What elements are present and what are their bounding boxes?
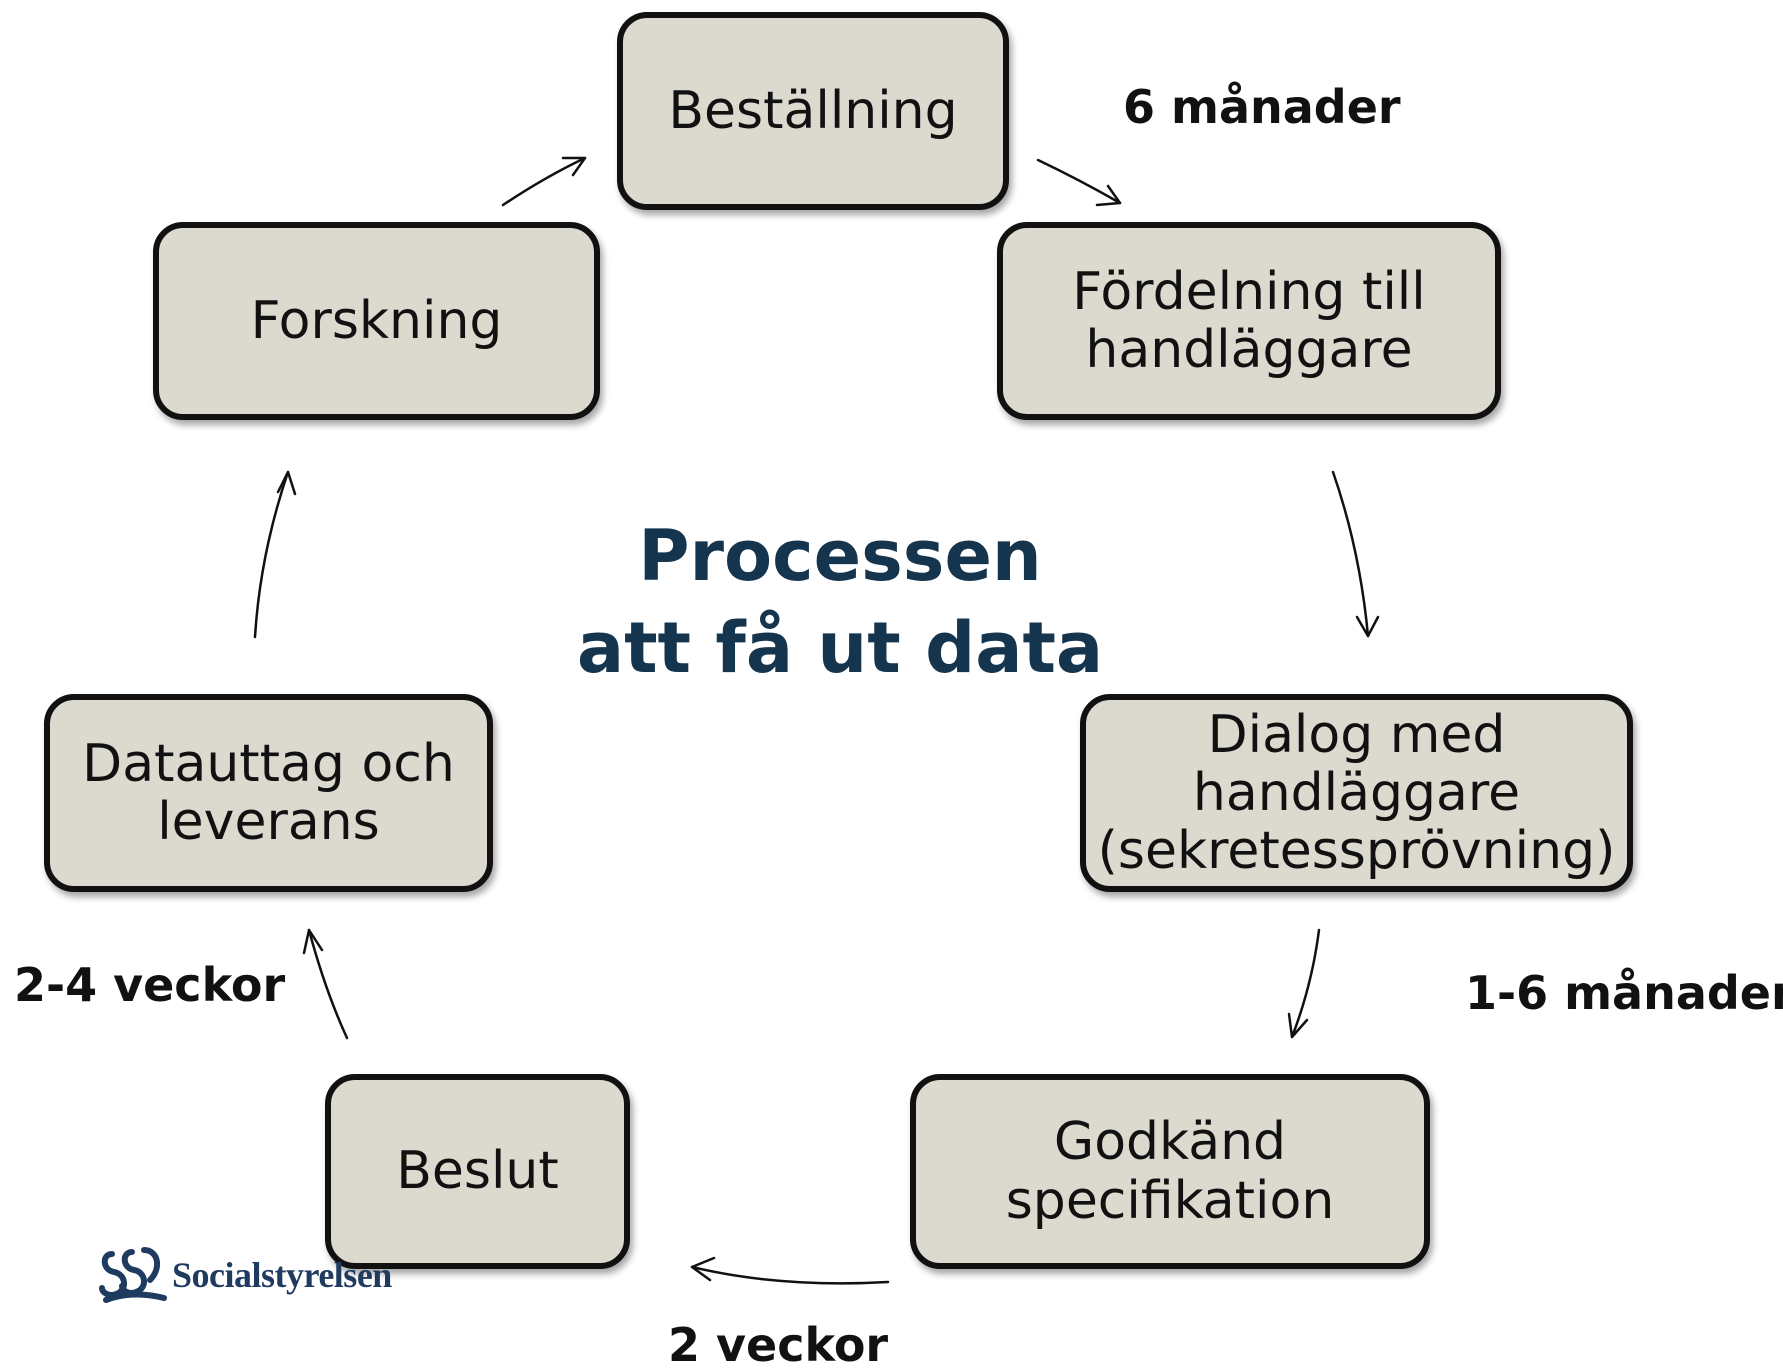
diagram-title-line-1: Processen [638, 515, 1042, 597]
diagram-title: Processen att få ut data [560, 510, 1120, 694]
step-fordelning: Fördelning till handläggare [997, 222, 1501, 420]
duration-one-to-six-months: 1-6 månader [1465, 966, 1783, 1020]
arrow-datauttag-to-forskning [253, 470, 297, 639]
duration-six-months: 6 månader [1123, 80, 1401, 134]
arrow-forskning-to-bestallning [501, 156, 587, 207]
arrow-godkand-to-beslut [690, 1256, 890, 1285]
step-godkand: Godkänd specifikation [910, 1074, 1430, 1269]
step-datauttag: Datauttag och leverans [44, 694, 493, 892]
diagram-title-line-2: att få ut data [576, 607, 1104, 689]
step-forskning: Forskning [153, 222, 600, 420]
arrow-bestallning-to-fordelning [1036, 158, 1122, 207]
arrow-fordelning-to-dialog [1331, 470, 1380, 638]
arrow-beslut-to-datauttag [302, 928, 349, 1040]
duration-two-to-four-weeks: 2-4 veckor [14, 958, 286, 1012]
logo-emblem-icon [99, 1247, 167, 1303]
step-dialog: Dialog med handläggare (sekretessprövnin… [1080, 694, 1633, 892]
step-bestallning: Beställning [617, 12, 1009, 210]
logo-text: Socialstyrelsen [172, 1255, 392, 1295]
arrow-dialog-to-godkand [1287, 928, 1321, 1039]
step-beslut: Beslut [325, 1074, 630, 1269]
socialstyrelsen-logo: Socialstyrelsen [98, 1242, 392, 1308]
